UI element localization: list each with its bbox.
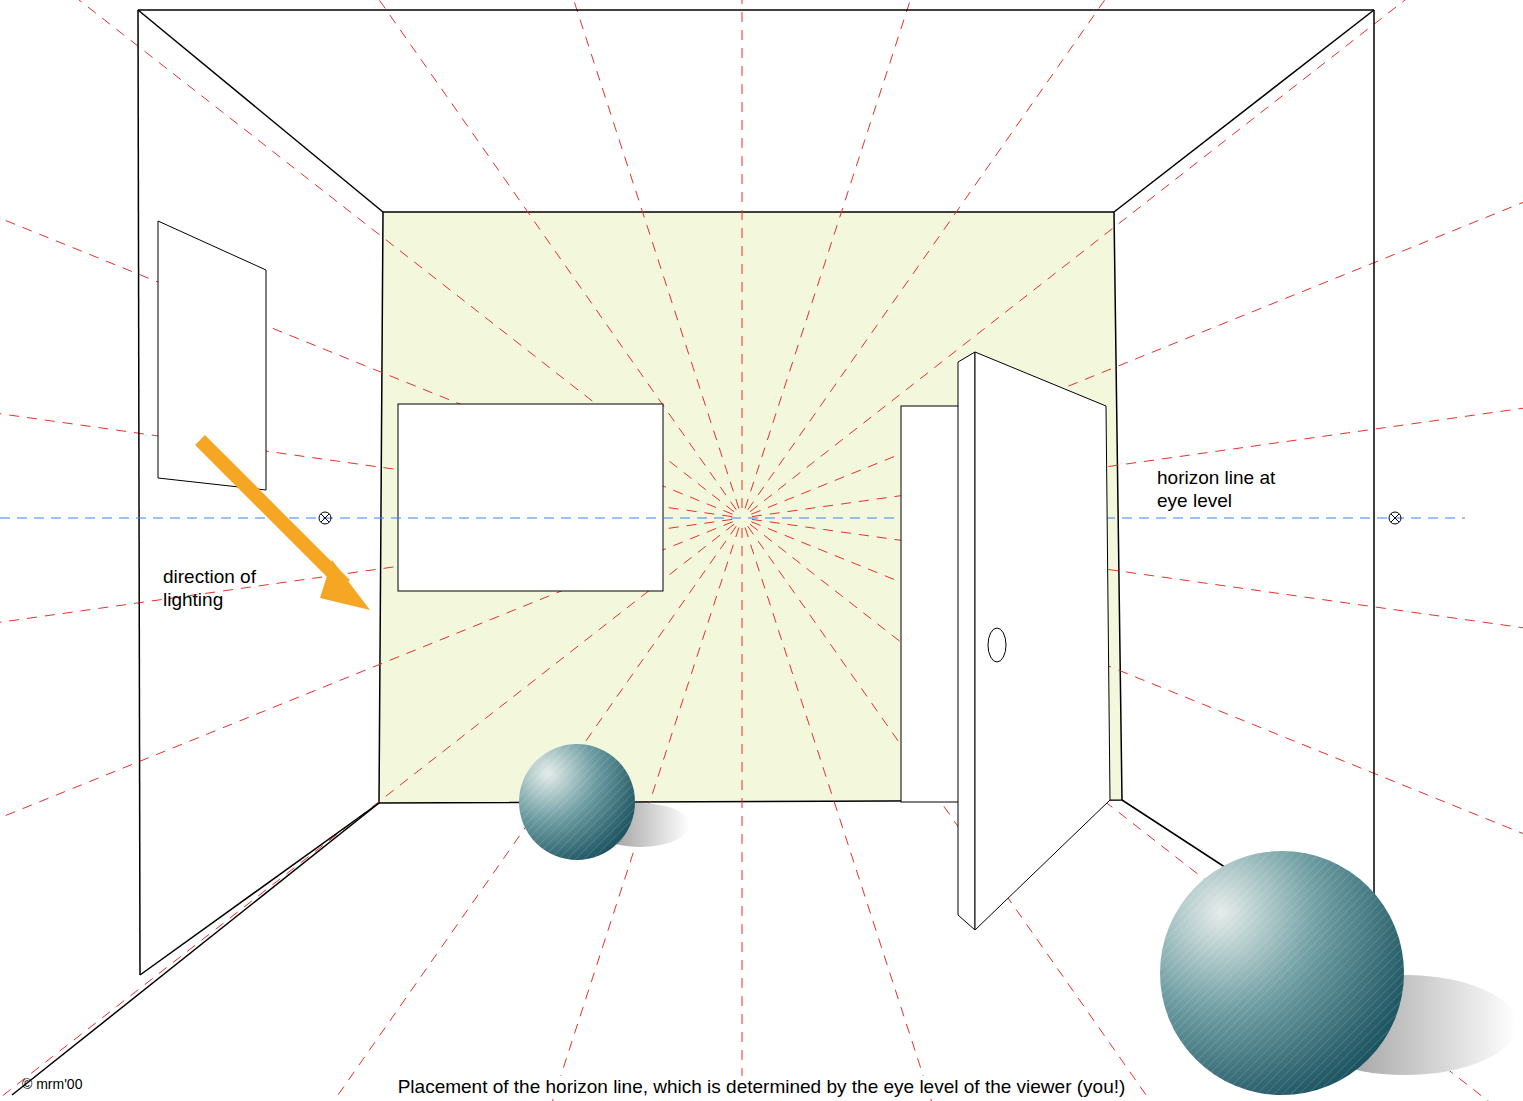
picture-frame [398, 404, 663, 591]
lighting-label: direction of lighting [163, 566, 293, 612]
door-edge [958, 352, 975, 930]
vanishing-ray [750, 0, 1523, 512]
vanishing-ray [748, 526, 1488, 1101]
vanishing-ray [752, 519, 1523, 699]
vanishing-ray [742, 528, 743, 1101]
sphere-hatch [519, 744, 635, 860]
vanishing-ray [750, 524, 1523, 1101]
horizon-label: horizon line at eye level [1157, 467, 1277, 513]
sphere [1160, 851, 1404, 1095]
door [975, 352, 1110, 930]
caption: Placement of the horizon line, which is … [394, 1076, 1130, 1099]
sphere [519, 744, 635, 860]
vanishing-ray [752, 337, 1523, 517]
vanishing-ray [742, 0, 743, 508]
vanishing-ray [340, 528, 739, 1101]
copyright-note: © mrm'00 [22, 1076, 182, 1093]
vanishing-marks [319, 512, 1401, 524]
vanishing-ray [751, 31, 1523, 514]
horizon-line [0, 517, 1465, 518]
vanishing-ray [0, 522, 733, 1005]
vanishing-ray [751, 522, 1523, 1005]
vanishing-ray [0, 524, 734, 1101]
vanishing-ray [0, 526, 736, 1101]
sphere-hatch [1160, 851, 1404, 1095]
door-knob [988, 628, 1006, 662]
vanishing-ray [748, 0, 1488, 510]
